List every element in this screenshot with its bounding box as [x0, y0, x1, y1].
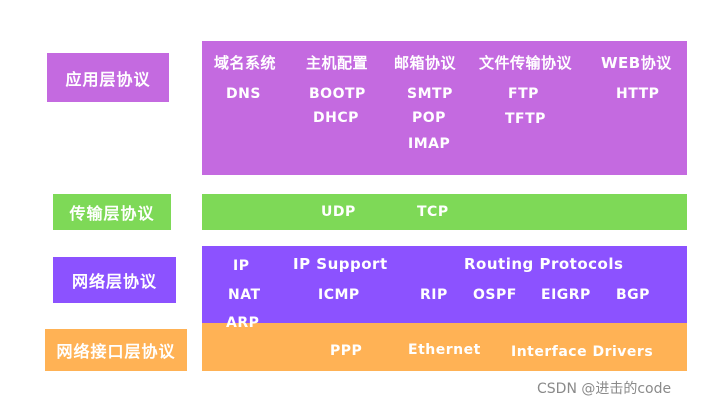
watermark: CSDN @进击的code: [537, 381, 672, 397]
protocol-rip: RIP: [420, 287, 448, 303]
link-layer-band: [202, 323, 687, 371]
application-layer-band: [202, 41, 687, 175]
header-file-transfer: 文件传输协议: [479, 54, 573, 72]
protocol-ospf: OSPF: [473, 287, 517, 303]
protocol-bgp: BGP: [616, 287, 650, 303]
protocol-tcp: TCP: [417, 204, 449, 220]
protocol-nat: NAT: [228, 287, 261, 303]
protocol-tftp: TFTP: [505, 111, 546, 127]
header-mail-protocol: 邮箱协议: [394, 54, 457, 72]
protocol-imap: IMAP: [408, 136, 451, 152]
protocol-ip: IP: [233, 258, 250, 274]
protocol-smtp: SMTP: [407, 86, 453, 102]
protocol-udp: UDP: [321, 204, 356, 220]
application-layer-label: 应用层协议: [47, 53, 169, 102]
header-host-config: 主机配置: [306, 54, 369, 72]
interface-drivers: Interface Drivers: [511, 344, 654, 360]
link-layer-label: 网络接口层协议: [45, 329, 187, 371]
ip-support-heading: IP Support: [293, 255, 388, 273]
network-layer-band: [202, 246, 687, 324]
protocol-ethernet: Ethernet: [408, 342, 481, 358]
header-web-protocol: WEB协议: [601, 54, 672, 72]
protocol-dns: DNS: [226, 86, 261, 102]
routing-protocols-heading: Routing Protocols: [464, 255, 624, 273]
protocol-dhcp: DHCP: [313, 110, 359, 126]
protocol-bootp: BOOTP: [309, 86, 366, 102]
protocol-arp: ARP: [226, 315, 260, 331]
transport-layer-band: [202, 194, 687, 230]
protocol-ftp: FTP: [508, 86, 539, 102]
protocol-eigrp: EIGRP: [541, 287, 591, 303]
header-dns-category: 域名系统: [214, 54, 277, 72]
network-layer-label: 网络层协议: [53, 257, 176, 303]
transport-layer-label: 传输层协议: [53, 194, 171, 230]
protocol-ppp: PPP: [330, 343, 363, 359]
protocol-icmp: ICMP: [318, 287, 360, 303]
protocol-http: HTTP: [616, 86, 660, 102]
protocol-pop: POP: [412, 110, 446, 126]
